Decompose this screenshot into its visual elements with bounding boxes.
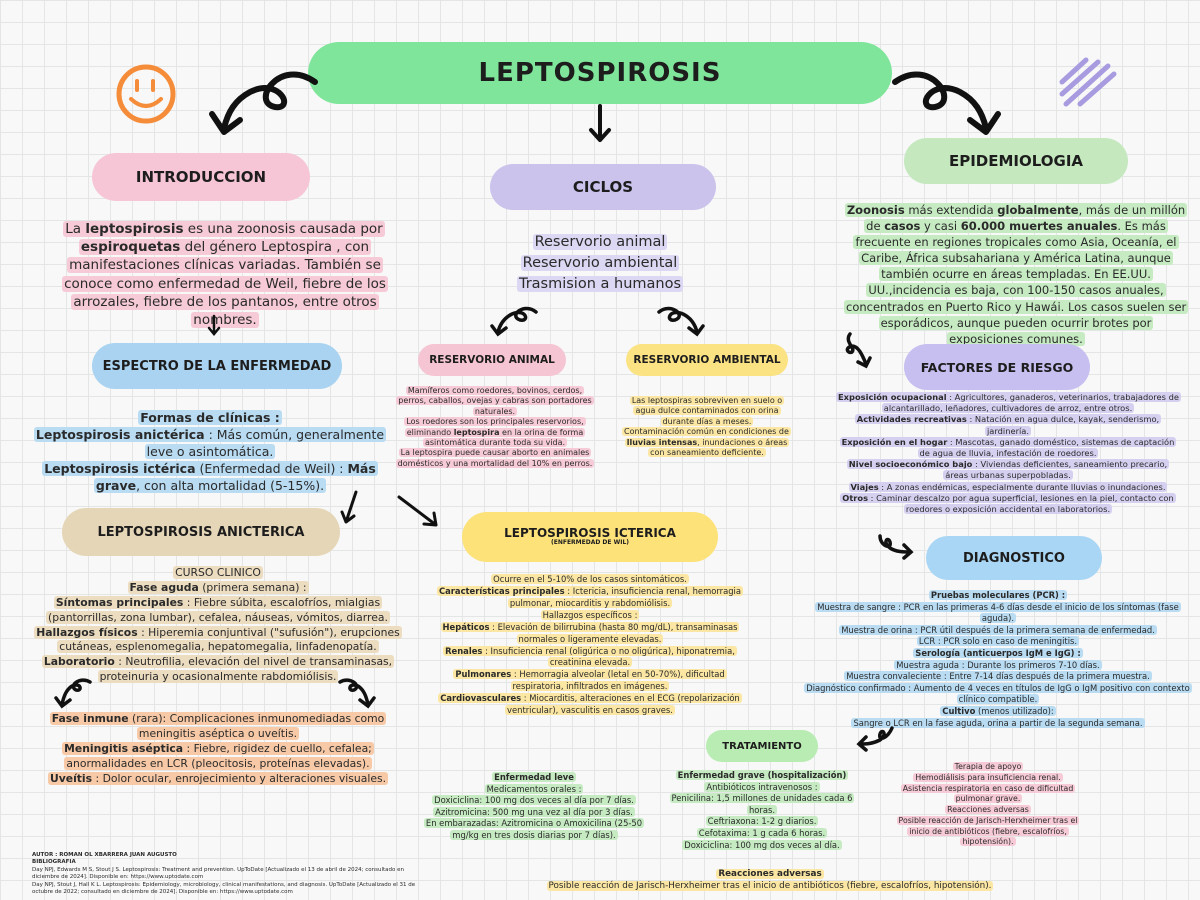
tratamiento-leve: Enfermedad leve Medicamentos orales : Do…	[423, 772, 645, 840]
down-arrow-icon	[397, 495, 438, 527]
curly-arrow-icon	[209, 71, 318, 135]
list-item: Reservorio ambiental	[520, 255, 680, 272]
curly-arrow-icon	[878, 534, 914, 560]
icterica-text: Ocurre en el 5-10% de los casos sintomát…	[437, 574, 743, 716]
page-title: LEPTOSPIROSIS	[308, 42, 892, 104]
footer-references: AUTOR : ROMAN OL XBARRERA JUAN AUGUSTO B…	[32, 852, 422, 897]
icterica-header: LEPTOSPIROSIS ICTERICA (ENFERMEDAD DE WI…	[462, 512, 718, 562]
smiley-icon	[116, 64, 176, 124]
anicterica-header: LEPTOSPIROSIS ANICTERICA	[62, 508, 340, 556]
ciclos-header: CICLOS	[490, 164, 716, 210]
anicterica-text: CURSO CLINICO Fase aguda (primera semana…	[34, 566, 402, 684]
list-item: Reservorio animal	[532, 234, 668, 250]
curly-arrow-icon	[657, 306, 705, 337]
espectro-text: Formas de clínicas : Leptospirosis anict…	[33, 410, 387, 493]
diagnostico-header: DIAGNOSTICO	[926, 536, 1102, 580]
ciclos-list: Reservorio animal Reservorio ambiental T…	[480, 232, 720, 295]
reference: Day NPJ, Stout J, Hall K L. Leptospirosi…	[32, 881, 416, 896]
down-arrow-icon	[589, 104, 611, 142]
reservorio-ambiental-text: Las leptospiras sobreviven en suelo o ag…	[622, 396, 791, 457]
bibliography-title: BIBLIOGRAFIA	[32, 859, 76, 866]
curly-arrow-icon	[845, 332, 872, 369]
reservorio-animal-text: Mamíferos como roedores, bovinos, cerdos…	[395, 386, 595, 468]
curly-arrow-icon	[856, 726, 894, 752]
epidemiologia-header: EPIDEMIOLOGIA	[904, 138, 1128, 184]
espectro-header: ESPECTRO DE LA ENFERMEDAD	[92, 343, 342, 389]
curly-arrow-icon	[338, 678, 376, 709]
scribble-icon	[1059, 57, 1117, 107]
epidemiologia-text: Zoonosis más extendida globalmente, más …	[844, 203, 1189, 346]
reservorio-ambiental-header: RESERVORIO AMBIENTAL	[626, 344, 788, 376]
curly-arrow-icon	[490, 306, 538, 337]
fase-inmune-text: Fase inmune (rara): Complicaciones inmun…	[47, 712, 389, 785]
intro-text: La leptospirosis es una zoonosis causada…	[62, 221, 388, 329]
author: AUTOR : ROMAN OL XBARRERA JUAN AUGUSTO	[32, 852, 177, 858]
intro-header: INTRODUCCION	[92, 153, 310, 201]
factores-text: Exposición ocupacional : Agricultores, g…	[836, 392, 1181, 514]
list-item: Trasmision a humanos	[516, 276, 684, 293]
down-arrow-icon	[340, 490, 358, 524]
down-arrow-icon	[207, 314, 221, 336]
tratamiento-header: TRATAMIENTO	[706, 730, 818, 762]
tratamiento-grave: Enfermedad grave (hospitalización) Antib…	[669, 770, 855, 850]
reference: Day NPJ, Edwards M S, Stout J S. Leptosp…	[32, 866, 405, 881]
tratamiento-apoyo: Terapia de apoyo Hemodiálisis para insuf…	[896, 762, 1080, 847]
tratamiento-reacciones: Reacciones adversas Posible reacción de …	[546, 869, 994, 892]
reservorio-animal-header: RESERVORIO ANIMAL	[418, 344, 566, 376]
diagnostico-text: Pruebas moleculares (PCR) : Muestra de s…	[804, 590, 1192, 728]
curly-arrow-icon	[54, 678, 92, 709]
factores-header: FACTORES DE RIESGO	[904, 344, 1090, 390]
curly-arrow-icon	[892, 71, 1001, 135]
